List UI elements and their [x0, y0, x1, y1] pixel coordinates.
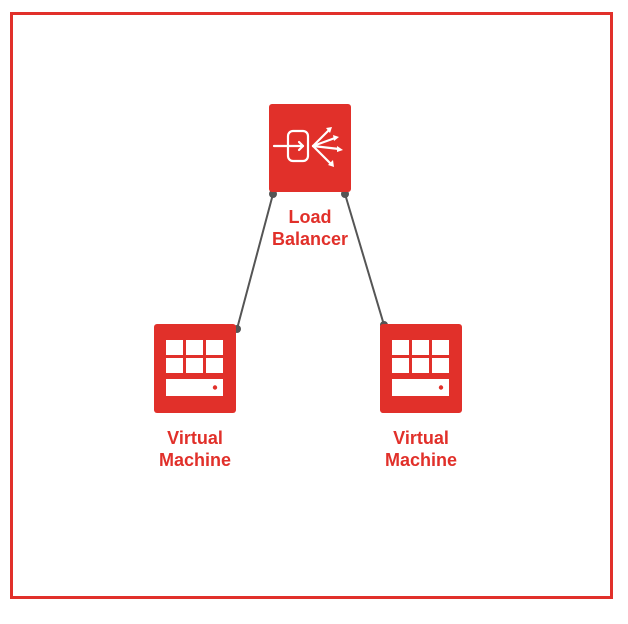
load-balancer-icon	[272, 127, 343, 167]
virtual-machine-tile-right[interactable]	[380, 324, 462, 413]
diagram-frame	[10, 12, 613, 599]
virtual-machine-icon	[392, 340, 449, 396]
node-virtual-machine-left[interactable]: Virtual Machine	[125, 324, 265, 471]
edge-lb-to-vm-left[interactable]	[236, 193, 274, 330]
virtual-machine-icon	[166, 340, 223, 396]
virtual-machine-label-left: Virtual Machine	[158, 428, 232, 470]
load-balancer-label: Load Balancer	[271, 207, 349, 249]
node-virtual-machine-right[interactable]: Virtual Machine	[351, 324, 491, 471]
virtual-machine-label-right: Virtual Machine	[384, 428, 458, 470]
load-balancer-tile[interactable]	[269, 104, 351, 192]
node-load-balancer[interactable]: Load Balancer	[240, 104, 380, 250]
edge-lb-to-vm-right[interactable]	[344, 193, 385, 326]
virtual-machine-tile-left[interactable]	[154, 324, 236, 413]
port-lb-right[interactable]	[341, 190, 349, 198]
port-lb-left[interactable]	[269, 190, 277, 198]
